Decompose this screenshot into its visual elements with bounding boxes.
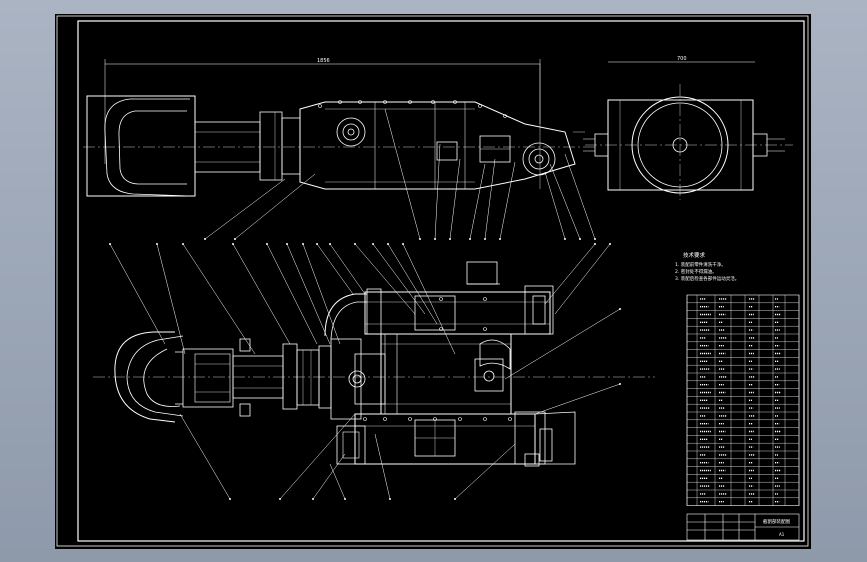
drawing-name: 截割部装配图	[763, 518, 790, 525]
parts-list	[686, 294, 800, 506]
tech-req-item-3: 3. 装配后检查各部件运动灵活。	[675, 275, 739, 282]
svg-text:700: 700	[677, 56, 687, 62]
drawing-svg: 1856	[56, 15, 809, 547]
tech-req-item-1: 1. 装配前零件清洗干净。	[675, 261, 726, 268]
end-view: 700	[583, 56, 793, 200]
top-leader-lines	[204, 108, 596, 240]
top-plan-view: 1856	[83, 58, 595, 197]
section-leader-lines	[109, 243, 621, 500]
title-block: 截割部装配图 A1	[686, 513, 800, 541]
tech-req-title: 技术要求	[683, 251, 706, 259]
drawing-sheet[interactable]: 1856	[55, 14, 811, 549]
tech-requirements: 技术要求 1. 装配前零件清洗干净。 2. 密封处不得漏油。 3. 装配后检查各…	[675, 251, 739, 282]
tech-req-item-2: 2. 密封处不得漏油。	[675, 268, 717, 275]
inner-border	[77, 20, 805, 542]
svg-text:1856: 1856	[317, 58, 330, 64]
sheet-size: A1	[779, 532, 785, 537]
section-view	[93, 261, 655, 467]
outer-border	[56, 15, 809, 547]
